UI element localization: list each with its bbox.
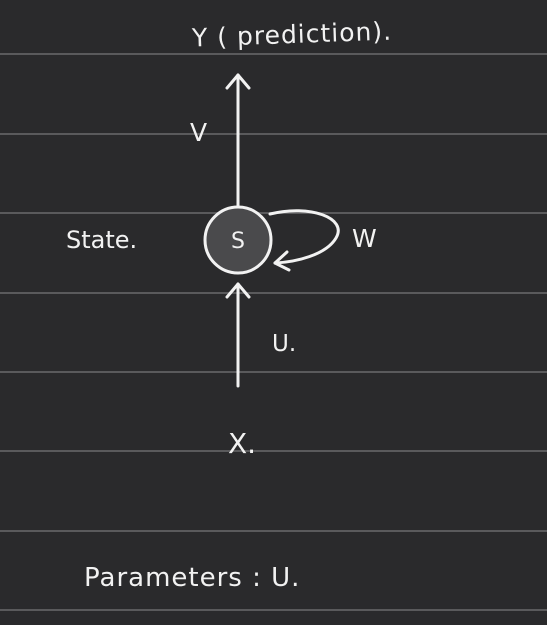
state-label: State. xyxy=(66,226,138,254)
output-weight-label: V xyxy=(190,118,208,147)
state-node-label: S xyxy=(231,229,245,254)
ruled-line xyxy=(0,53,547,55)
input-arrow xyxy=(225,282,251,388)
recurrent-weight-label: W xyxy=(352,224,377,253)
ruled-line xyxy=(0,450,547,452)
parameters-label: Parameters : U. xyxy=(84,563,301,593)
ruled-line xyxy=(0,530,547,532)
ruled-line xyxy=(0,292,547,294)
recurrent-loop-arrow xyxy=(268,209,340,272)
state-node xyxy=(203,205,273,275)
ruled-line xyxy=(0,133,547,135)
ruled-line xyxy=(0,371,547,373)
output-label: Y ( prediction). xyxy=(191,16,393,53)
ruled-line xyxy=(0,609,547,611)
input-label: X. xyxy=(228,427,257,460)
output-arrow xyxy=(225,73,251,208)
input-weight-label: U. xyxy=(272,331,297,357)
